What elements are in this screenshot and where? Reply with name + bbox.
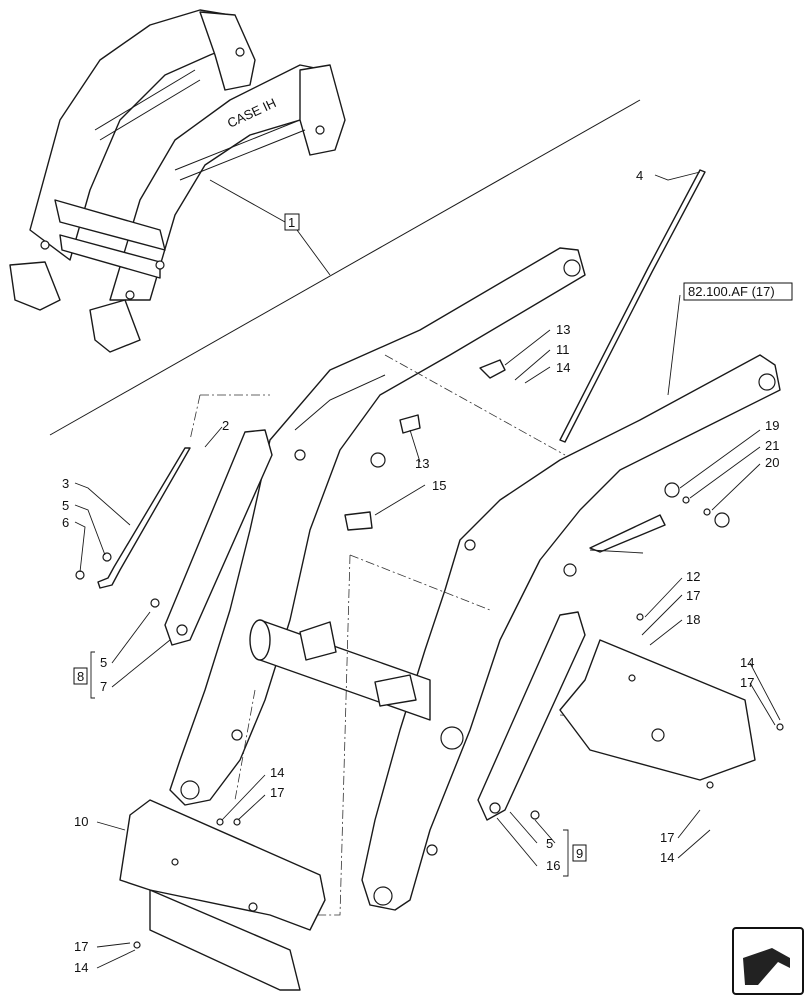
leader-1 xyxy=(209,179,331,276)
label-15: 15 xyxy=(432,478,446,493)
label-18: 18 xyxy=(686,612,700,627)
label-6: 6 xyxy=(62,515,69,530)
label-8: 8 xyxy=(77,669,84,684)
small-hardware xyxy=(75,359,784,949)
label-20: 20 xyxy=(765,455,779,470)
label-12: 12 xyxy=(686,569,700,584)
bracket-9 xyxy=(563,829,569,877)
label-19: 19 xyxy=(765,418,779,433)
label-9: 9 xyxy=(576,846,583,861)
label-17b: 17 xyxy=(740,675,754,690)
label-5a: 5 xyxy=(62,498,69,513)
shield-part-10 xyxy=(119,799,326,991)
label-13b: 13 xyxy=(415,456,429,471)
label-2: 2 xyxy=(222,418,229,433)
leader-lines xyxy=(74,171,781,969)
label-7: 7 xyxy=(100,679,107,694)
loader-overview: CASE IH xyxy=(9,9,346,353)
reference-label: 82.100.AF (17) xyxy=(688,284,775,299)
label-box-9 xyxy=(572,844,587,862)
label-5b: 5 xyxy=(100,655,107,670)
rod-part-4 xyxy=(559,169,706,443)
label-14c: 14 xyxy=(660,850,674,865)
label-17a: 17 xyxy=(686,588,700,603)
label-14b: 14 xyxy=(740,655,754,670)
section-divider-line xyxy=(49,99,641,436)
label-17c: 17 xyxy=(660,830,674,845)
shield-part-18 xyxy=(559,639,756,781)
label-21: 21 xyxy=(765,438,779,453)
label-box-1 xyxy=(284,213,300,231)
label-10: 10 xyxy=(74,814,88,829)
bracket-8 xyxy=(90,651,95,699)
label-3: 3 xyxy=(62,476,69,491)
label-5c: 5 xyxy=(546,836,553,851)
label-17e: 17 xyxy=(74,939,88,954)
callout-labels: 1 4 82.100.AF (17) 13 11 14 2 13 15 3 5 … xyxy=(62,168,793,975)
label-14a: 14 xyxy=(556,360,570,375)
guard-part-16 xyxy=(477,611,586,821)
label-4: 4 xyxy=(636,168,643,183)
crossbeam-tube xyxy=(249,619,431,721)
left-boom-arm xyxy=(169,247,586,806)
label-14d: 14 xyxy=(270,765,284,780)
label-11: 11 xyxy=(556,342,570,357)
label-1: 1 xyxy=(288,215,295,230)
reference-box xyxy=(683,282,793,301)
label-14e: 14 xyxy=(74,960,88,975)
right-boom-arm xyxy=(361,354,781,911)
next-page-arrow-icon[interactable] xyxy=(732,927,804,995)
label-box-8 xyxy=(73,667,88,685)
label-13a: 13 xyxy=(556,322,570,337)
label-17d: 17 xyxy=(270,785,284,800)
label-16: 16 xyxy=(546,858,560,873)
rod-part-3 xyxy=(97,447,191,589)
guard-part-7 xyxy=(164,429,273,646)
